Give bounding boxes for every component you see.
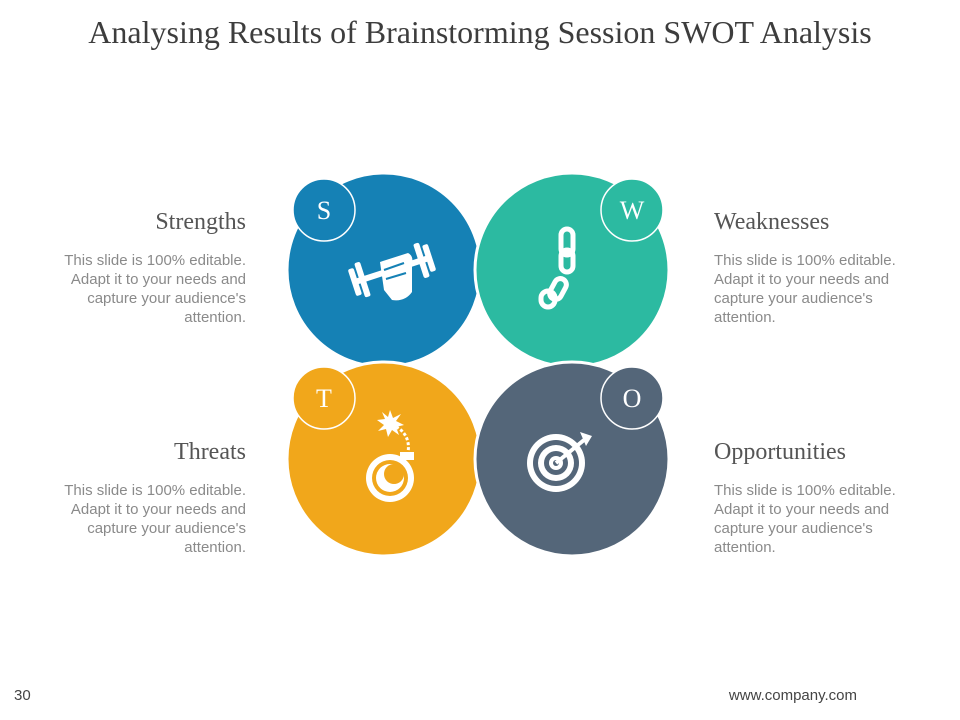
opportunities-heading: Opportunities <box>714 439 846 465</box>
strengths-letter: S <box>317 196 331 225</box>
threats-heading: Threats <box>174 439 246 465</box>
bomb-icon <box>366 410 414 502</box>
broken-chain-icon <box>538 226 576 310</box>
opportunities-badge: O <box>600 366 664 430</box>
fist-dumbbell-icon <box>348 242 436 301</box>
target-arrow-icon <box>527 432 592 492</box>
threats-body: This slide is 100% editable. Adapt it to… <box>64 482 246 556</box>
page-number: 30 <box>14 687 31 704</box>
footer-url: www.company.com <box>728 687 857 704</box>
strengths-badge: S <box>292 178 356 242</box>
slide-title: Analysing Results of Brainstorming Sessi… <box>88 14 872 50</box>
threats-letter: T <box>316 384 332 413</box>
weaknesses-heading: Weaknesses <box>714 209 830 235</box>
opportunities-body: This slide is 100% editable. Adapt it to… <box>714 482 896 556</box>
strengths-body: This slide is 100% editable. Adapt it to… <box>64 252 246 326</box>
opportunities-letter: O <box>623 384 642 413</box>
strengths-heading: Strengths <box>155 209 246 235</box>
weaknesses-letter: W <box>620 196 645 225</box>
weaknesses-body: This slide is 100% editable. Adapt it to… <box>714 252 896 326</box>
weaknesses-badge: W <box>600 178 664 242</box>
threats-badge: T <box>292 366 356 430</box>
